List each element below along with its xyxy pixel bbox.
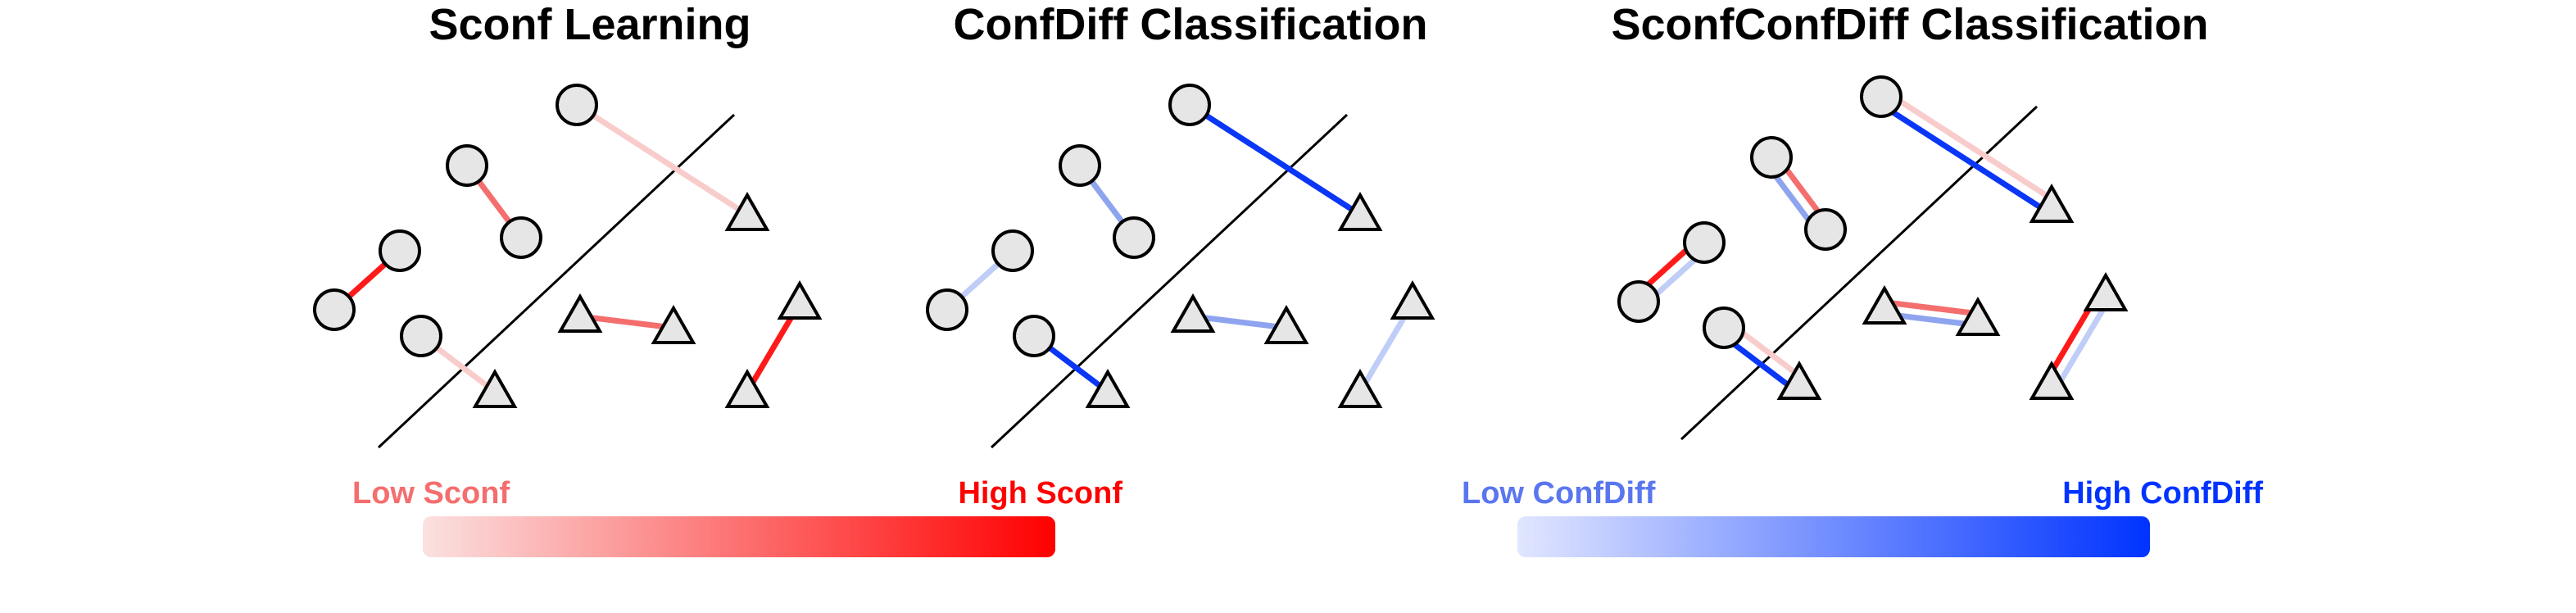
circle-node [400,315,442,357]
triangle-node [557,293,603,333]
triangle-node [724,191,770,231]
edge-sconf-mid [579,313,674,331]
circle-node [1804,208,1847,251]
decision-boundary [990,113,1349,449]
edge-confdiff-high [1188,102,1362,217]
circle-node [1013,315,1055,357]
circle-node [1617,280,1660,323]
triangle-node [1170,293,1216,333]
triangle-node [1955,296,2001,336]
triangle-node [1085,368,1131,408]
triangle-node [2083,271,2129,311]
legend-confdiff-low-label: Low ConfDiff [1462,476,1656,511]
legend-confdiff-gradient-bar [1517,516,2150,557]
decision-boundary [1680,105,2039,441]
legend-confdiff-high-label: High ConfDiff [2062,476,2263,511]
circle-node [1168,84,1211,126]
triangle-node [1263,304,1309,344]
triangle-node [472,368,518,408]
triangle-node [1337,368,1383,408]
decision-boundary [377,113,736,449]
circle-node [1703,306,1745,349]
title-sconf-learning: Sconf Learning [429,0,751,49]
circle-node [556,84,598,126]
triangle-node [777,279,823,320]
circle-node [1059,144,1101,187]
circle-node [500,216,542,259]
panel-confdiff-classification [926,84,1435,449]
title-sconfconfdiff-classification: SconfConfDiff Classification [1611,0,2208,49]
triangle-node [1776,360,1822,400]
legend-sconf-gradient-bar [423,516,1055,557]
circle-node [926,288,968,331]
edge-sconf-low [575,102,749,217]
circle-node [1113,216,1155,259]
edge-sconf-low [1879,86,2052,201]
circle-node [446,144,488,187]
circle-node [1683,221,1726,264]
circle-node [1750,136,1793,179]
panel-sconfconfdiff-classification [1617,75,2129,441]
triangle-node [2029,183,2075,223]
triangle-node [1337,191,1383,231]
legend-sconf: Low Sconf High Sconf [352,476,1122,557]
panel-sconf-learning [313,84,823,449]
circle-node [1860,75,1903,118]
triangle-node [651,304,696,344]
triangle-node [2029,360,2075,400]
triangle-node [724,368,770,408]
edge-confdiff-high [1872,98,2046,212]
legend-confdiff: Low ConfDiff High ConfDiff [1462,476,2263,557]
triangle-node [1390,279,1435,320]
triangle-node [1862,284,1907,325]
circle-node [991,229,1034,272]
circle-node [379,229,421,272]
edge-sconf-mid [1879,298,1974,316]
title-confdiff-classification: ConfDiff Classification [953,0,1427,49]
legend-sconf-high-label: High Sconf [958,476,1122,511]
edge-confdiff-mid [1192,313,1287,331]
circle-node [313,288,356,331]
legend-sconf-low-label: Low Sconf [352,476,510,511]
